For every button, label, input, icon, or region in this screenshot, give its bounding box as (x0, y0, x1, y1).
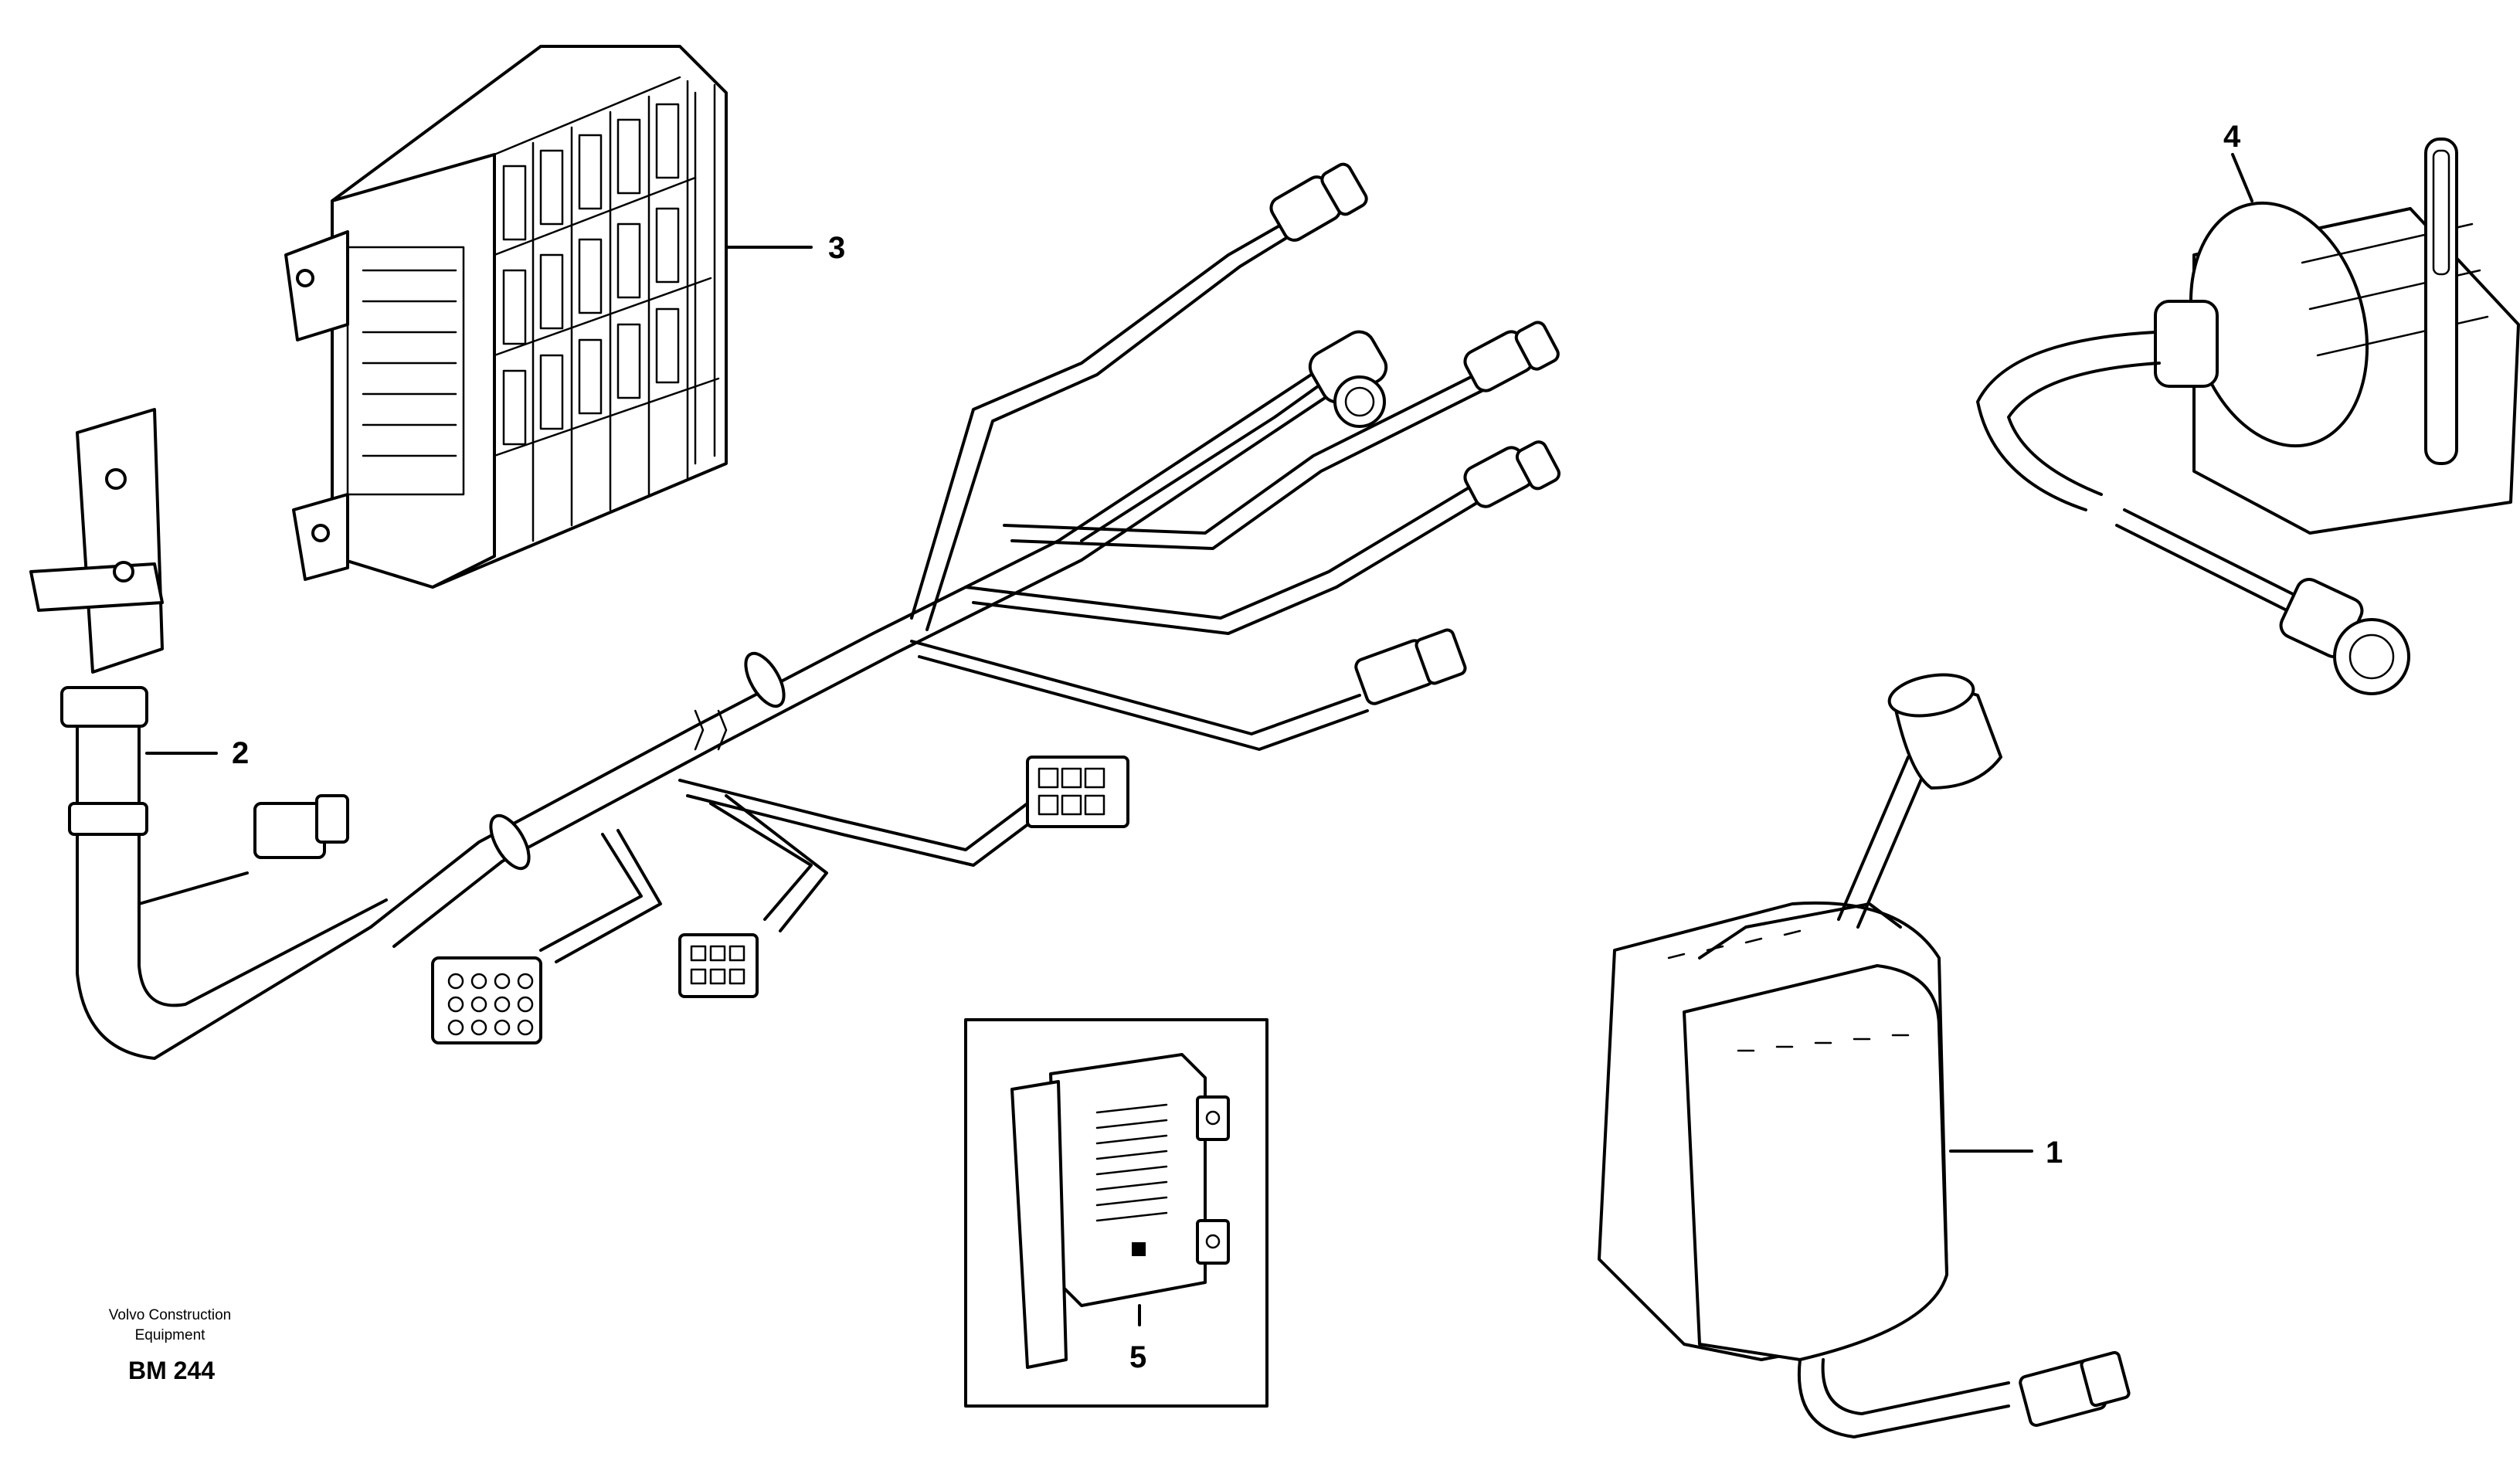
callout-5: 5 (1129, 1340, 1146, 1374)
lower-connector-2-icon (678, 933, 759, 998)
middle-plug-icon (1354, 628, 1467, 705)
callout-3: 3 (828, 231, 845, 265)
company-line-2: Equipment (135, 1327, 206, 1343)
drawing-code: BM 244 (128, 1357, 215, 1384)
gear-selector-drawing (1976, 138, 2520, 695)
relay-unit-detail (964, 1018, 1268, 1408)
left-small-connector-icon (253, 794, 349, 859)
main-cable-harness-drawing (369, 162, 1561, 1044)
lower-connector-1-icon (431, 956, 542, 1044)
left-harness-drawing (29, 408, 388, 1060)
callout-4: 4 (2223, 120, 2241, 154)
callout-1: 1 (2046, 1136, 2063, 1170)
round-connector-icon (1308, 330, 1388, 428)
top-connector-icon (1269, 162, 1368, 242)
block-connector-icon (1026, 756, 1129, 828)
company-line-1: Volvo Construction (109, 1307, 231, 1323)
gear-lever-drawing (1598, 673, 2131, 1438)
right-connector-2-icon (1463, 440, 1561, 508)
selector-round-connector-icon (2279, 577, 2410, 695)
callout-2: 2 (232, 736, 249, 770)
right-connector-1-icon (1463, 321, 1560, 392)
control-unit-drawing (284, 45, 813, 589)
lever-connector-icon (2019, 1350, 2131, 1428)
